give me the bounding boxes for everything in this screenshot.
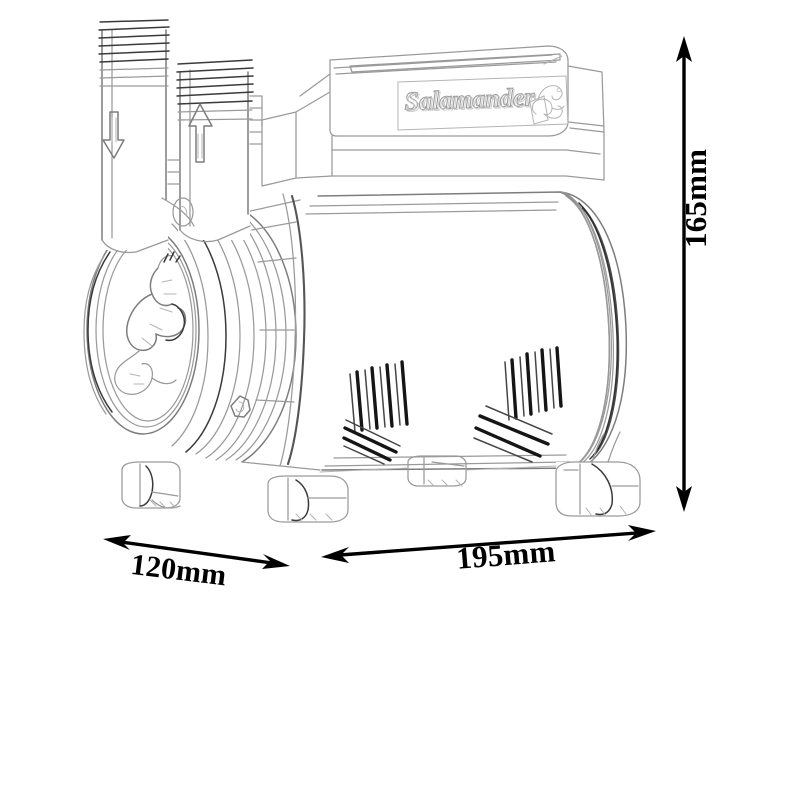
inlet-flow-arrow-down: [102, 111, 125, 159]
svg-text:Salamander: Salamander: [404, 82, 536, 116]
hex-bolt-icon: [230, 395, 251, 418]
svg-text:Salamander: Salamander: [405, 84, 537, 118]
salamander-emblem-icon: [114, 251, 187, 395]
outlet-flow-arrow-up: [188, 103, 213, 163]
mounting-foot-front-left: [121, 461, 181, 509]
top-cover-panel: [261, 45, 605, 187]
motor-body-group: [290, 191, 629, 471]
inlet-pipe-threaded: [98, 19, 170, 254]
dimension-arrow-depth: [103, 535, 290, 569]
dimension-label-height: 165mm: [678, 148, 713, 248]
cooling-vents-right: [473, 346, 563, 463]
cooling-vents-left: [342, 360, 409, 465]
mounting-foot-rear-left: [407, 455, 467, 487]
outlet-pipe-threaded: [176, 59, 263, 243]
mounting-foot-front-right: [267, 475, 349, 523]
dimension-arrow-width: [321, 525, 656, 563]
dimension-arrow-height: [676, 36, 692, 512]
brand-lizard-icon: [531, 85, 565, 119]
brand-wordmark-sketch: Salamander Salamander: [403, 82, 537, 118]
mounting-foot-rear-right: [555, 431, 641, 517]
pipe-coupling: [161, 159, 195, 227]
